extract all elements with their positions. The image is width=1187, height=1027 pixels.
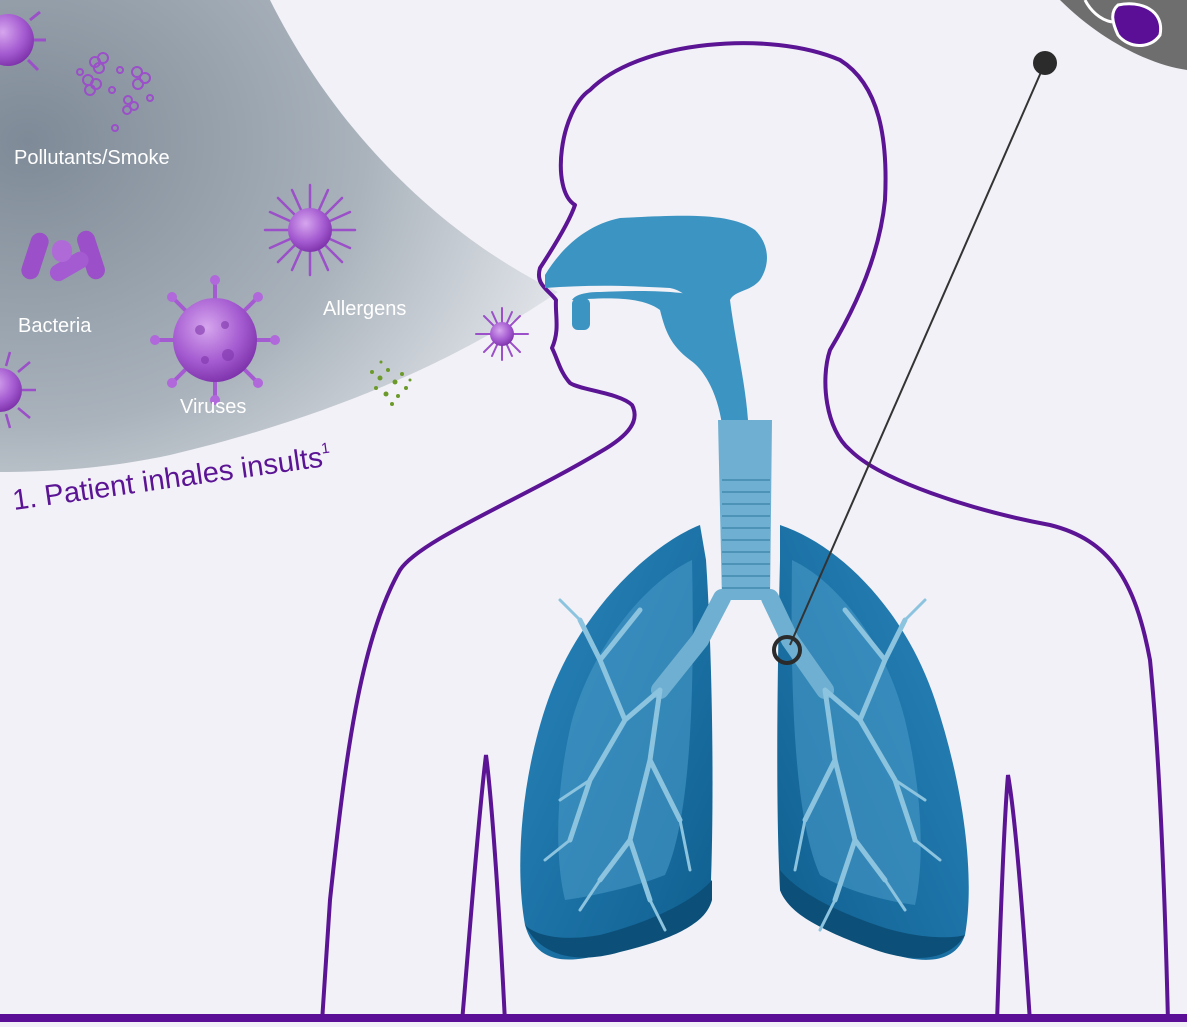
spiky-allergen-icon (476, 308, 528, 360)
callout-cell-icon (1060, 0, 1187, 70)
label-allergens: Allergens (323, 298, 406, 320)
left-lung (520, 525, 712, 960)
trachea (718, 420, 772, 600)
virus-icon (150, 275, 280, 405)
right-arm-line (997, 775, 1030, 1022)
label-viruses: Viruses (180, 396, 246, 418)
upper-airway (545, 216, 767, 425)
callout-dot (1033, 51, 1057, 75)
left-arm-line (462, 755, 505, 1022)
label-pollutants: Pollutants/Smoke (14, 147, 170, 169)
spiky-allergen-icon (265, 185, 355, 275)
label-bacteria: Bacteria (18, 315, 92, 337)
footer-bar (0, 1014, 1187, 1022)
